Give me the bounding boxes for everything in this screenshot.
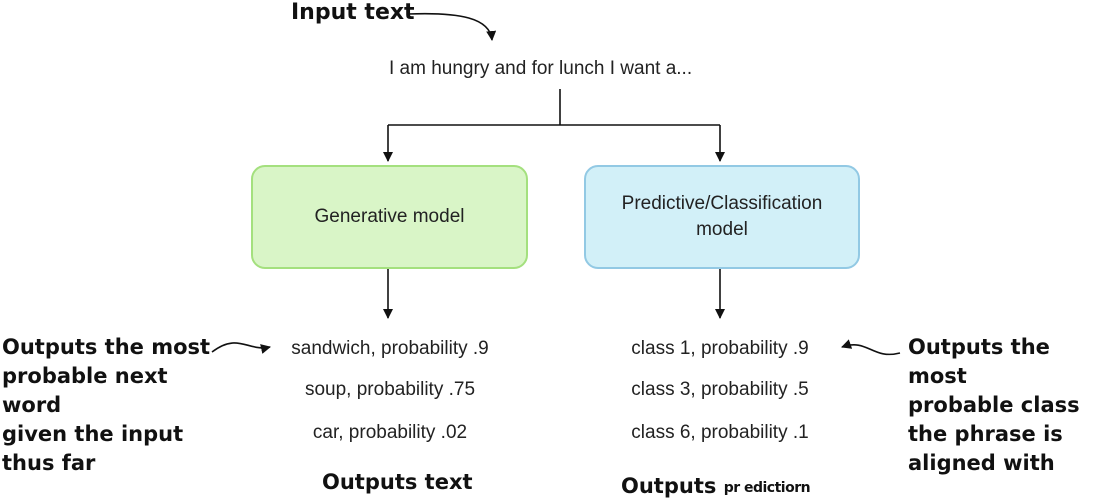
left-annotation-arrow xyxy=(211,342,271,354)
generative-model-label: Generative model xyxy=(314,206,465,227)
annotation-line: the phrase is xyxy=(908,422,1063,446)
predictive-model-box: Predictive/Classification model xyxy=(584,165,860,269)
predictive-footer-suffix: pr edictiorn xyxy=(723,480,811,496)
input-sentence: I am hungry and for lunch I want a... xyxy=(389,58,693,79)
list-item: sandwich, probability .9 xyxy=(291,338,489,359)
list-item: class 3, probability .5 xyxy=(631,379,809,400)
list-item: class 1, probability .9 xyxy=(631,338,809,359)
input-text-label: Input text xyxy=(291,0,415,25)
predictive-model-label-line1: Predictive/Classification xyxy=(621,193,823,214)
left-annotation: Outputs the most probable next word give… xyxy=(2,333,232,478)
annotation-line: given the input xyxy=(2,422,184,446)
predictive-footer-prefix: Outputs xyxy=(621,474,717,498)
annotation-line: probable next word xyxy=(2,364,168,417)
generative-footer: Outputs text xyxy=(322,470,473,494)
input-text-arrow xyxy=(407,12,497,41)
list-item: class 6, probability .1 xyxy=(631,422,809,443)
list-item: car, probability .02 xyxy=(312,422,468,443)
annotation-line: Outputs the most xyxy=(908,335,1050,388)
annotation-line: probable class xyxy=(908,393,1080,417)
right-annotation: Outputs the most probable class the phra… xyxy=(908,333,1100,478)
predictive-model-label-line2: model xyxy=(696,219,748,240)
annotation-line: Outputs the most xyxy=(2,335,211,359)
predictive-output-list: class 1, probability .9 class 3, probabi… xyxy=(610,336,830,461)
annotation-line: aligned with xyxy=(908,451,1055,475)
annotation-line: thus far xyxy=(2,451,96,475)
generative-output-list: sandwich, probability .9 soup, probabili… xyxy=(270,336,510,461)
predictive-footer: Outputs pr edictiorn xyxy=(621,474,811,498)
list-item: soup, probability .75 xyxy=(304,379,476,400)
right-annotation-arrow xyxy=(841,339,901,356)
generative-model-box: Generative model xyxy=(251,165,528,269)
